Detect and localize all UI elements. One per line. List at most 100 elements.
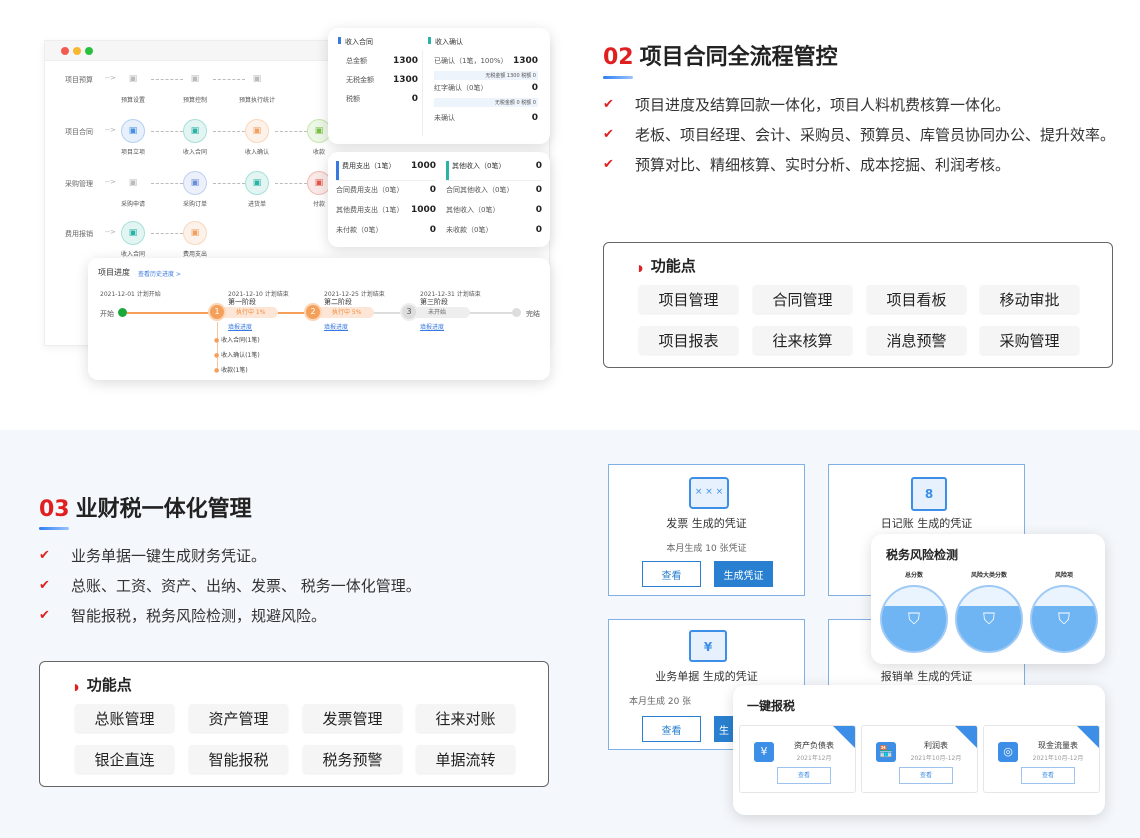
flow-row-label: 项目合同 (65, 128, 93, 136)
feature-tag[interactable]: 发票管理 (303, 704, 402, 732)
title-underline (603, 76, 633, 79)
row-label: 无税金额 (346, 76, 374, 84)
view-report-button[interactable]: 查看 (777, 767, 831, 784)
row-label: 总金额 (346, 57, 367, 65)
fill-progress-link[interactable]: 填报进度 (324, 324, 349, 331)
stage-name: 第一阶段 (228, 298, 256, 306)
row-label: 未收款（0笔） (446, 226, 493, 234)
flow-node-label: 预算设置 (120, 97, 145, 104)
flow-node-label: 收入确认 (244, 149, 269, 156)
section-title-text: 业财税一体化管理 (75, 497, 252, 522)
flow-connector (213, 79, 245, 80)
end-dot-icon (512, 308, 521, 317)
row-value: 0 (535, 225, 542, 235)
feature-tag[interactable]: 单据流转 (416, 745, 515, 773)
view-button[interactable]: 查看 (642, 561, 701, 587)
voucher-card-invoice: × × × 发票 生成的凭证 本月生成 10 张凭证 查看 生成凭证 (608, 464, 805, 596)
row-label: 其他费用支出（1笔） (336, 206, 404, 214)
flow-row-label: 项目预算 (65, 76, 93, 84)
contract-icon[interactable]: ▣ (183, 119, 207, 143)
request-icon[interactable]: ▣ (128, 178, 138, 188)
flow-node-label: 项目立项 (120, 149, 145, 156)
document-icon[interactable]: ▣ (128, 74, 138, 84)
feature-tag[interactable]: 智能报税 (189, 745, 288, 773)
view-report-button[interactable]: 查看 (899, 767, 953, 784)
feature-tag[interactable]: 项目管理 (639, 285, 738, 313)
row-label: 已确认（1笔，100%） (434, 57, 508, 65)
order-icon[interactable]: ▣ (183, 171, 207, 195)
start-dot-icon (118, 308, 127, 317)
expense-row: 其他收入（0笔）0 (446, 205, 542, 225)
flow-node-label: 采购订单 (182, 201, 207, 208)
feature-tag[interactable]: 往来对账 (416, 704, 515, 732)
id-card-icon[interactable]: ▣ (121, 119, 145, 143)
flow-node-label: 进货单 (247, 201, 266, 208)
risk-gauge-items: 风险项 ⛉ (1028, 570, 1100, 653)
history-link[interactable]: 查看历史进度 > (138, 271, 181, 278)
header-label: 其他收入（0笔） (446, 161, 505, 180)
feature-tag[interactable]: 合同管理 (753, 285, 852, 313)
income-contract-title: 收入合同 (338, 37, 373, 47)
monitor-icon[interactable]: ▣ (190, 74, 200, 84)
stage-date: 2021-12-31 计划结束 (420, 291, 481, 298)
stage-status: 未开始 (412, 307, 470, 318)
sub-item-label: 收入确认(1笔) (221, 352, 260, 359)
shield-icon: ⛉ (1030, 585, 1098, 653)
voucher-count: 本月生成 10 张凭证 (666, 544, 747, 554)
section-02-bullets: ✔项目进度及结算回款一体化，项目人料机费核算一体化。 ✔老板、项目经理、会计、采… (603, 90, 1123, 180)
check-icon: ✔ (603, 127, 614, 142)
generate-voucher-button[interactable]: 生成凭证 (714, 561, 773, 587)
feature-tag[interactable]: 项目看板 (867, 285, 966, 313)
marker-icon: ◗ (638, 264, 643, 274)
report-name: 资产负债表 (794, 741, 834, 750)
report-icon[interactable]: ▣ (252, 74, 262, 84)
bullet-item: ✔总账、工资、资产、出纳、发票、 税务一体化管理。 (39, 571, 559, 601)
clipboard-icon[interactable]: ▣ (245, 119, 269, 143)
sub-item-label: 收入合同(1笔) (221, 337, 260, 344)
income-confirm-label: 收入确认 (435, 38, 463, 46)
bullet-text: 预算对比、精细核算、实时分析、成本挖掘、利润考核。 (635, 156, 1011, 174)
invoice-icon: × × × (689, 477, 729, 509)
feature-tag[interactable]: 消息预警 (867, 326, 966, 354)
row-value: 1300 (392, 56, 418, 66)
fill-progress-link[interactable]: 填报进度 (228, 324, 253, 331)
features-title: ◗功能点 (638, 255, 696, 276)
row-label: 未确认 (434, 114, 455, 122)
flow-node-label: 付款 (312, 201, 325, 208)
bullet-text: 项目进度及结算回款一体化，项目人料机费核算一体化。 (635, 96, 1011, 114)
wallet-icon[interactable]: ▣ (307, 119, 331, 143)
payment-icon[interactable]: ▣ (307, 171, 331, 195)
receipt-icon[interactable]: ▣ (245, 171, 269, 195)
bullet-item: ✔业务单据一键生成财务凭证。 (39, 541, 559, 571)
feature-tag[interactable]: 移动审批 (980, 285, 1079, 313)
view-report-button[interactable]: 查看 (1021, 767, 1075, 784)
title-underline (39, 527, 69, 530)
feature-tag[interactable]: 采购管理 (980, 326, 1079, 354)
voucher-title: 日记账 生成的凭证 (880, 517, 973, 530)
contract-icon[interactable]: ▣ (121, 221, 145, 245)
fill-progress-link[interactable]: 填报进度 (420, 324, 445, 331)
feature-tag[interactable]: 总账管理 (75, 704, 174, 732)
row-value: 0 (429, 185, 436, 195)
feature-tag[interactable]: 资产管理 (189, 704, 288, 732)
expense-icon[interactable]: ▣ (183, 221, 207, 245)
risk-title: 税务风险检测 (886, 548, 959, 562)
gauge-label: 风险项 (1054, 572, 1073, 579)
sub-item: ● 收款(1笔) (214, 367, 248, 374)
feature-tag[interactable]: 税务预警 (303, 745, 402, 773)
feature-tag[interactable]: 银企直连 (75, 745, 174, 773)
income-confirm-title: 收入确认 (428, 37, 463, 47)
feature-tag[interactable]: 往来核算 (753, 326, 852, 354)
feature-tag[interactable]: 项目报表 (639, 326, 738, 354)
view-button[interactable]: 查看 (642, 716, 701, 742)
flow-node-label: 收款 (312, 149, 325, 156)
